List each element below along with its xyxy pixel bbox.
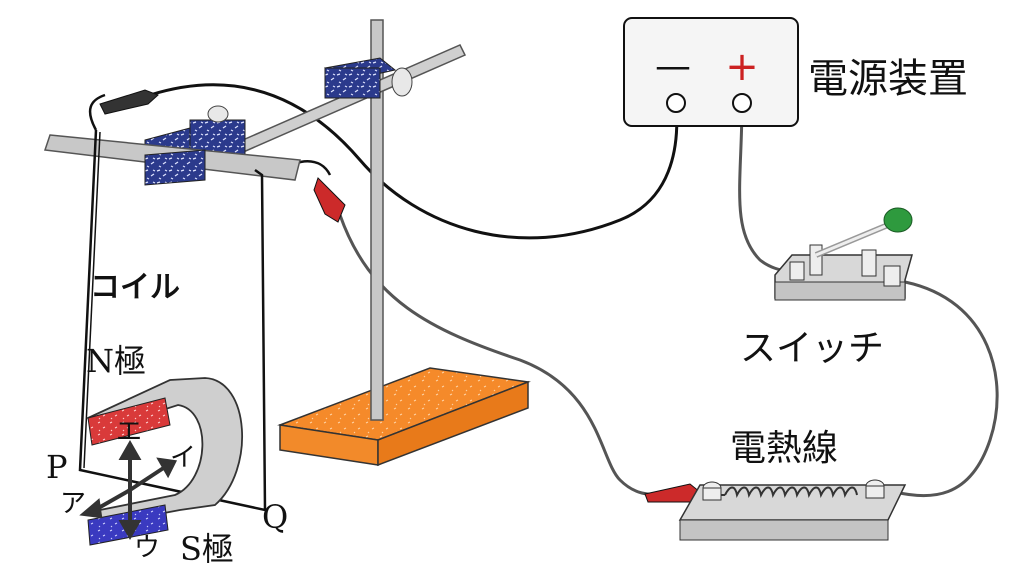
minus-terminal[interactable] xyxy=(666,93,686,113)
red-clip-stand[interactable] xyxy=(313,177,346,223)
wire-coil-lead-left xyxy=(88,93,106,131)
wire-gray-plus xyxy=(738,102,791,274)
coil-label: コイル xyxy=(90,270,180,305)
switch[interactable] xyxy=(774,207,913,301)
point-q-label: Q xyxy=(262,498,288,536)
power-supply-label: 電源装置 xyxy=(808,56,968,102)
switch-label: スイッチ xyxy=(740,328,884,369)
coil-loop xyxy=(78,129,267,512)
minus-sign: — xyxy=(655,46,691,87)
s-pole-label: S極 xyxy=(180,530,234,568)
magnet-n-end xyxy=(87,397,171,446)
force-arrows xyxy=(79,439,178,541)
arrow-i-label: イ xyxy=(170,443,196,473)
point-p-label: P xyxy=(46,448,68,486)
heating-wire-label: 電熱線 xyxy=(730,428,838,469)
n-pole-label: N極 xyxy=(86,342,146,380)
wire-gray-right xyxy=(894,280,999,498)
plus-sign: + xyxy=(725,44,759,90)
black-clip[interactable] xyxy=(99,89,159,115)
arrow-e-label: エ xyxy=(116,417,142,447)
wire-gray-left xyxy=(338,214,661,496)
arrow-a-label: ア xyxy=(60,489,86,519)
arrow-u-label: ウ xyxy=(134,533,160,563)
switch-knob[interactable] xyxy=(883,207,913,233)
heating-wire xyxy=(678,479,907,541)
wire-black xyxy=(149,83,679,240)
plus-terminal[interactable] xyxy=(732,93,752,113)
stand xyxy=(43,19,531,467)
coil-loop-inner xyxy=(83,131,101,469)
power-supply: — + xyxy=(623,17,799,127)
